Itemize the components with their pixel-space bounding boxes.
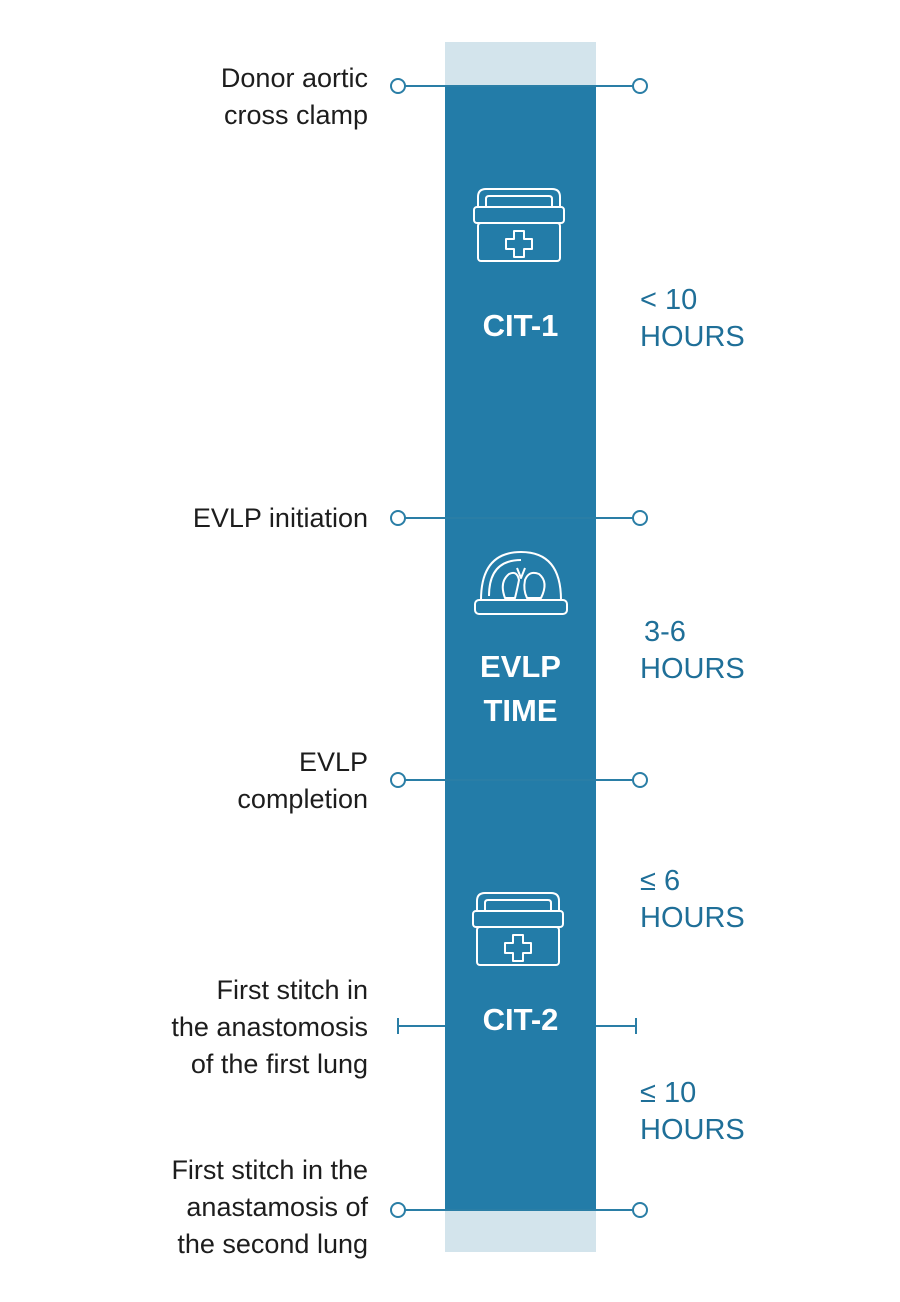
duration-label-cit-2-first: ≤ 6 HOURS bbox=[640, 863, 745, 937]
event-label-line: cross clamp bbox=[223, 100, 368, 130]
event-label-line: of the first lung bbox=[190, 1049, 368, 1079]
duration-label-line: HOURS bbox=[640, 653, 745, 685]
event-label-evlp-initiation: EVLP initiation bbox=[193, 500, 368, 537]
event-marker-second-lung bbox=[390, 1202, 648, 1218]
event-label-second-lung: First stitch in the anastamosis of the s… bbox=[171, 1152, 368, 1263]
timeline-bar bbox=[445, 86, 596, 1210]
cooler-box-icon bbox=[472, 892, 564, 966]
event-label-line: the second lung bbox=[177, 1229, 368, 1259]
duration-label-cit-2-total: ≤ 10 HOURS bbox=[640, 1075, 745, 1149]
duration-label-cit-1: < 10 HOURS bbox=[640, 282, 745, 356]
phase-label-cit-2: CIT-2 bbox=[445, 998, 596, 1042]
event-label-line: First stitch in bbox=[216, 975, 368, 1005]
phase-label-line: EVLP bbox=[480, 649, 561, 684]
event-label-cross-clamp: Donor aortic cross clamp bbox=[221, 60, 368, 134]
duration-label-line: ≤ 6 bbox=[640, 865, 681, 897]
event-label-evlp-completion: EVLP completion bbox=[237, 744, 368, 818]
event-label-line: Donor aortic bbox=[220, 63, 368, 93]
duration-label-line: HOURS bbox=[640, 1114, 745, 1146]
event-label-line: EVLP bbox=[298, 747, 368, 777]
duration-label-line: 3-6 bbox=[644, 616, 686, 648]
duration-label-line: HOURS bbox=[640, 321, 745, 353]
cooler-box-icon bbox=[473, 188, 565, 262]
event-label-line: the anastomosis bbox=[171, 1012, 368, 1042]
phase-label-cit-1: CIT-1 bbox=[445, 304, 596, 348]
event-marker-evlp-completion bbox=[390, 772, 648, 788]
phase-label-line: TIME bbox=[483, 693, 558, 728]
duration-label-line: ≤ 10 bbox=[640, 1077, 697, 1109]
phase-label-evlp-time: EVLP TIME bbox=[445, 645, 596, 733]
event-label-line: First stitch in the bbox=[171, 1155, 368, 1185]
lung-dome-icon bbox=[474, 551, 568, 615]
event-label-line: anastamosis of bbox=[186, 1192, 368, 1222]
duration-label-line: HOURS bbox=[640, 902, 745, 934]
event-marker-cross-clamp bbox=[390, 78, 648, 94]
phase-label-line: CIT-1 bbox=[482, 308, 559, 343]
event-marker-evlp-initiation bbox=[390, 510, 648, 526]
duration-label-line: < 10 bbox=[640, 284, 698, 316]
phase-label-line: CIT-2 bbox=[482, 1002, 559, 1037]
duration-label-evlp: 3-6 HOURS bbox=[640, 614, 745, 688]
event-label-line: EVLP initiation bbox=[192, 503, 368, 533]
event-label-first-lung: First stitch in the anastomosis of the f… bbox=[171, 972, 368, 1083]
event-label-line: completion bbox=[237, 784, 368, 814]
event-marker-first-lung bbox=[397, 1018, 637, 1034]
